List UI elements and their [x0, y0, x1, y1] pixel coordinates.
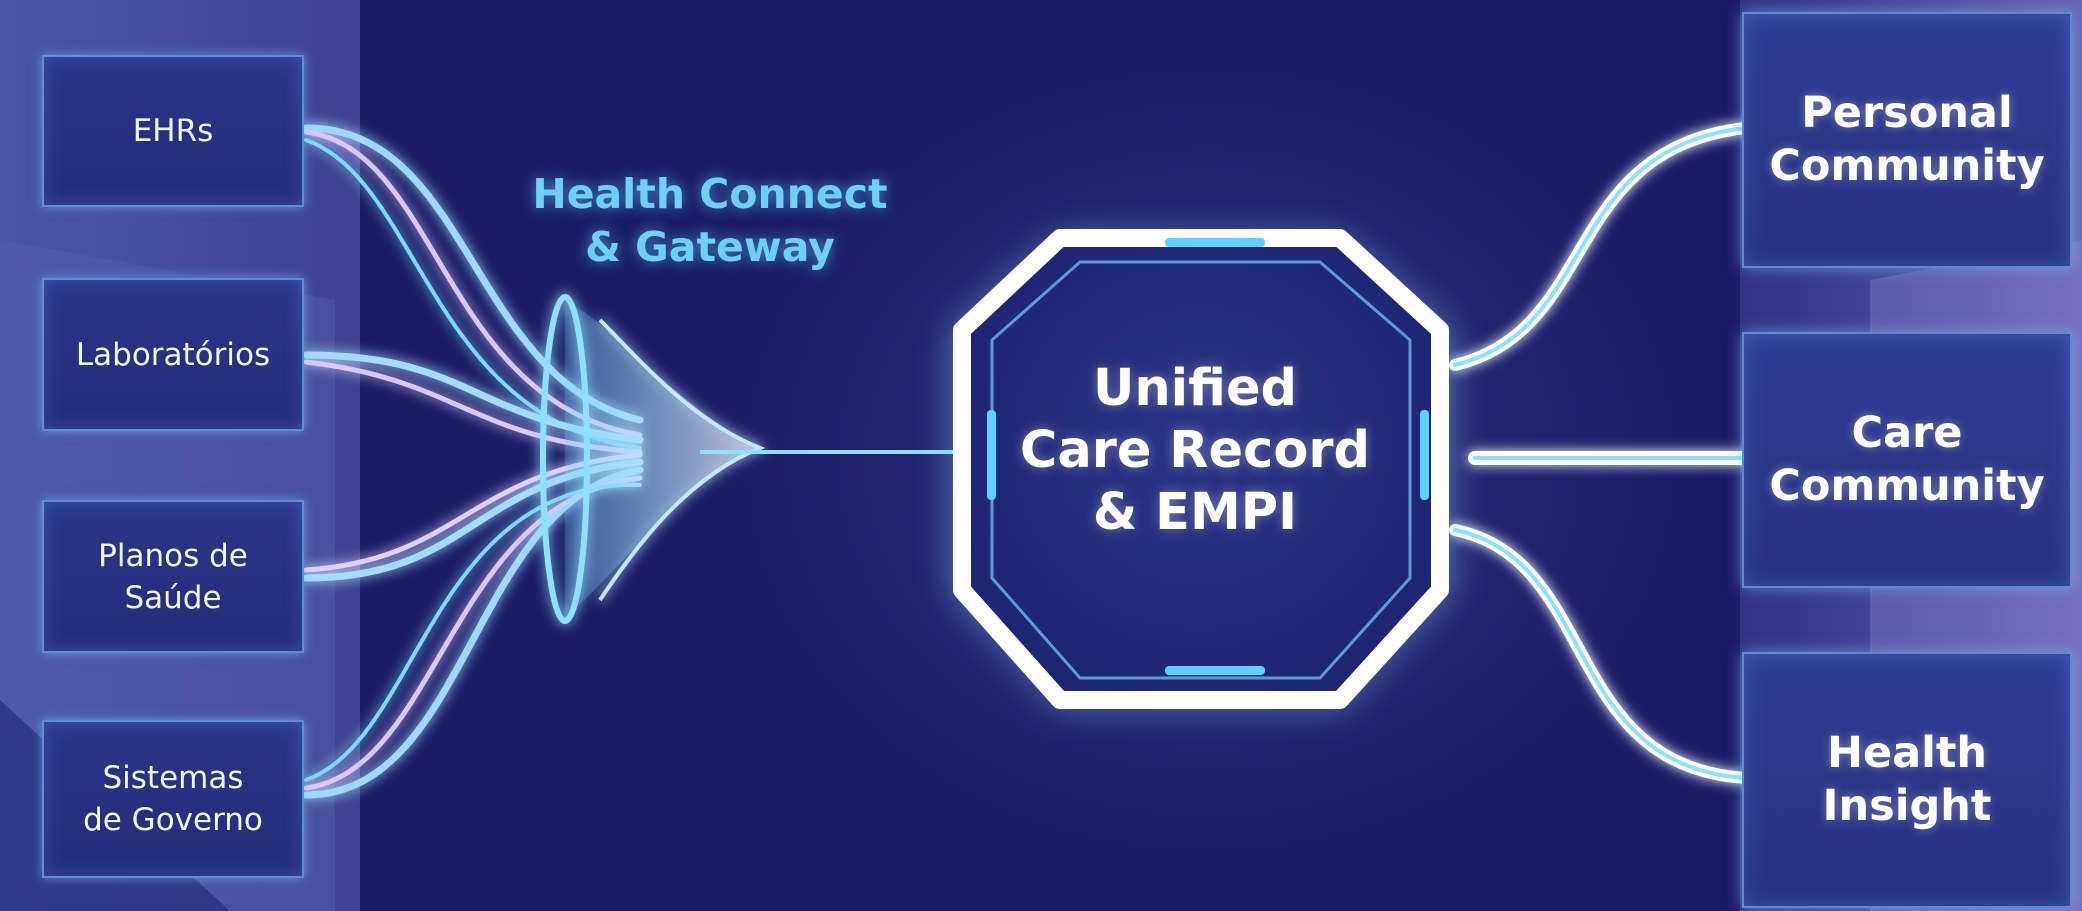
output-box-care-community: Care Community — [1742, 332, 2072, 588]
source-sistemas-line-2: de Governo — [83, 802, 263, 838]
output-connectors — [1449, 122, 1752, 784]
connector-hub-to-health-inner — [1453, 528, 1747, 780]
gateway-label-line-1: Health Connect — [532, 170, 888, 218]
output-health-line-1: Health — [1826, 728, 1988, 778]
hub-label-line-2: Care Record — [1019, 421, 1371, 480]
source-planos-line-2: Saúde — [124, 579, 222, 616]
source-box-ehrs: EHRs — [42, 55, 304, 207]
connector-sistemas-c — [304, 482, 642, 782]
hub-shape — [952, 229, 1450, 709]
output-health-line-2: Insight — [1822, 781, 1992, 831]
source-box-sistemas: Sistemas de Governo — [42, 720, 304, 878]
hub-outer-border — [953, 229, 1449, 709]
hub-label-line-3: & EMPI — [1092, 483, 1298, 542]
hub-top-accent — [1165, 238, 1265, 247]
source-box-laboratorios: Laboratórios — [42, 278, 304, 431]
hub-label: Unified Care Record & EMPI — [985, 358, 1405, 544]
source-planos-line-1: Planos de — [98, 537, 248, 574]
output-care-line-2: Community — [1769, 461, 2045, 511]
source-ehrs-line-1: EHRs — [132, 113, 214, 149]
hub-label-line-1: Unified — [1092, 359, 1298, 418]
connector-hub-to-personal-inner — [1453, 126, 1747, 367]
output-care-line-1: Care — [1851, 408, 1963, 458]
hub-right-accent — [1420, 410, 1429, 500]
output-box-health-insight: Health Insight — [1742, 652, 2072, 908]
funnel-rim — [540, 294, 590, 624]
output-personal-line-1: Personal — [1801, 88, 2013, 138]
hub-bottom-accent — [1165, 666, 1265, 675]
source-laboratorios-line-1: Laboratórios — [75, 336, 271, 373]
gateway-label: Health Connect & Gateway — [520, 168, 900, 274]
output-personal-line-2: Community — [1769, 141, 2045, 191]
source-box-planos: Planos de Saúde — [42, 500, 304, 653]
funnel-body — [565, 300, 760, 618]
hub-left-accent — [987, 410, 996, 500]
output-box-personal-community: Personal Community — [1742, 12, 2072, 268]
gateway-label-line-2: & Gateway — [585, 223, 835, 271]
source-sistemas-line-1: Sistemas — [102, 760, 244, 796]
